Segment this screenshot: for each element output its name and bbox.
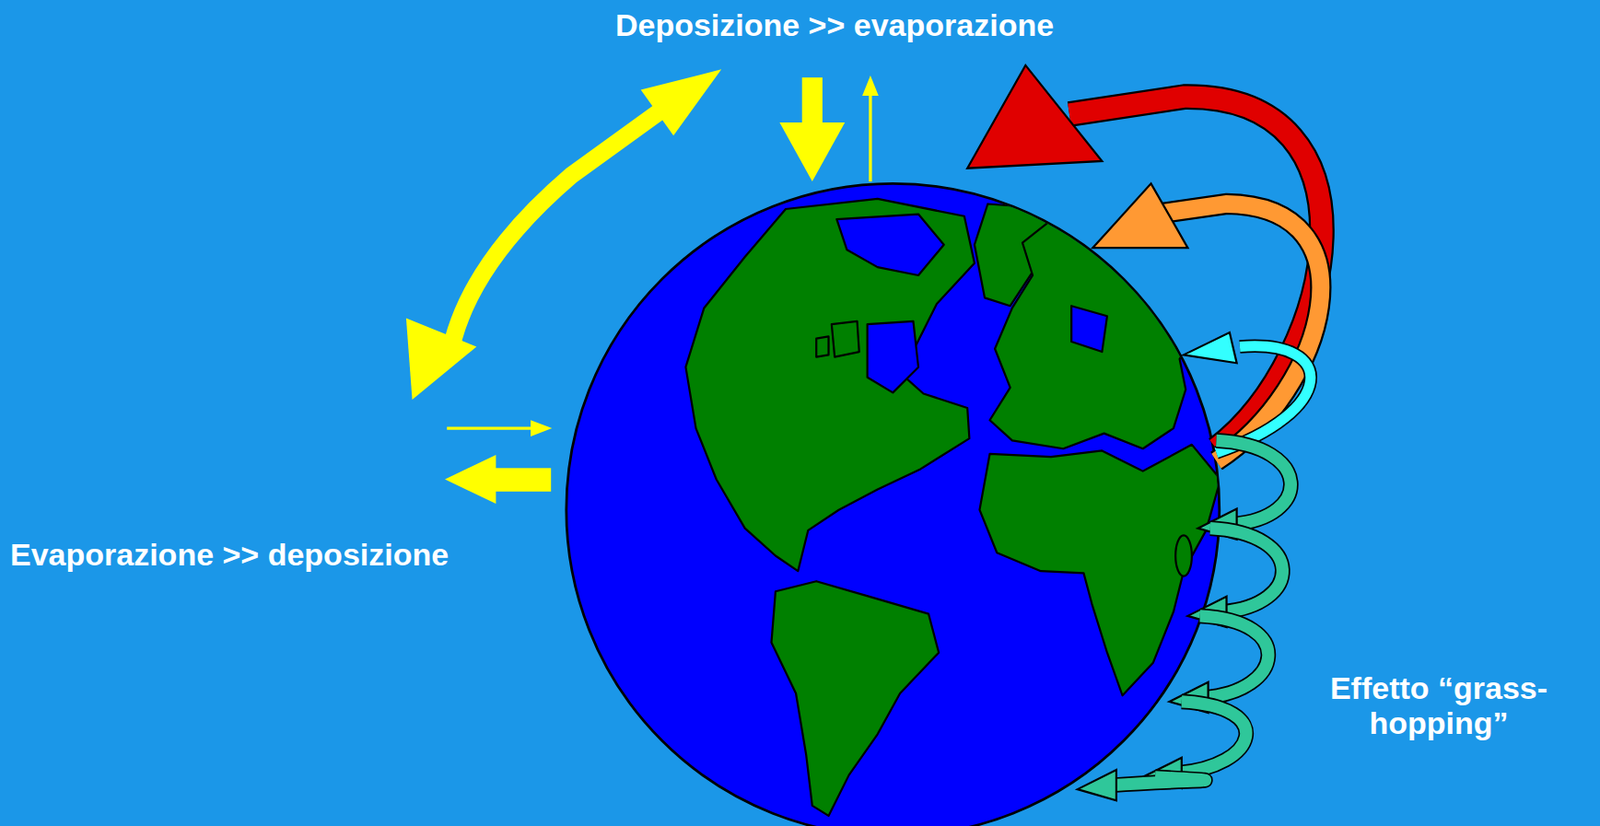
hop-arrow (1177, 701, 1246, 774)
annotation-label: Evaporazione >> deposizione (10, 537, 449, 573)
hop-arrow (1200, 616, 1269, 699)
hop-arrow (1111, 777, 1205, 786)
annotation-label: Deposizione >> evaporazione (615, 7, 1054, 43)
flux-arrows (406, 69, 879, 504)
transport-arrows (967, 65, 1322, 462)
hop-arrow (1215, 440, 1291, 525)
continents (685, 198, 1220, 817)
hop-arrow (1111, 777, 1205, 786)
annotation-label: Effetto “grass- hopping” (1305, 670, 1573, 741)
hop-arrow (1215, 440, 1291, 525)
hop-arrow (1200, 616, 1269, 699)
hop-arrow (1077, 770, 1117, 801)
grasshopping-arrows (1077, 440, 1292, 801)
hop-arrow (1177, 701, 1246, 774)
